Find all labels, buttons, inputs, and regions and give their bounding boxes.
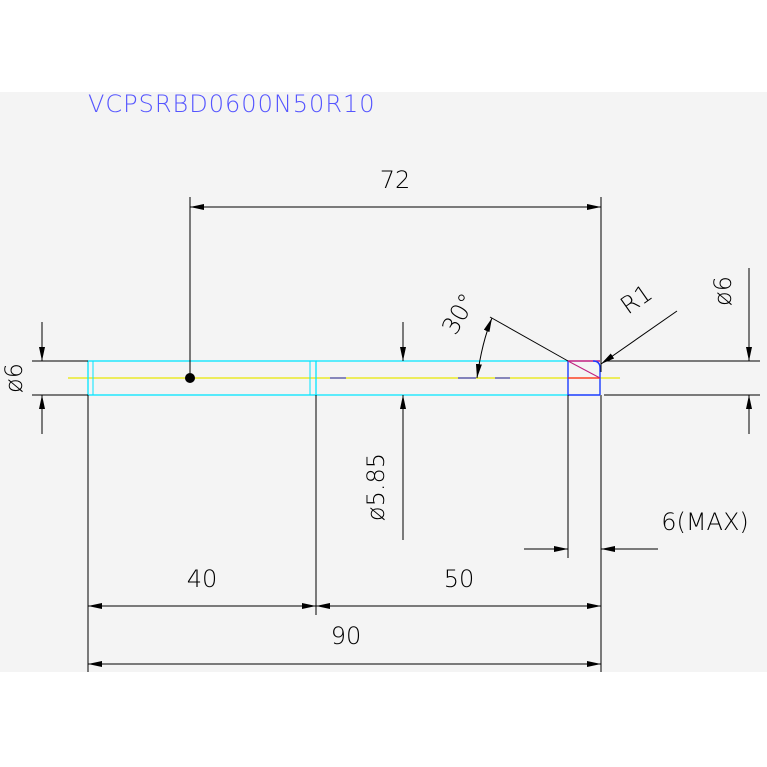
dimension-72: 72 [189,166,602,374]
dimension-dia-right: ø6 [604,268,760,434]
dimension-radius-r1: R1 [600,279,678,365]
dim-text-50: 50 [444,565,475,593]
dim-text-dia-neck: ø5.85 [362,453,390,521]
tip-cone-line [567,360,601,379]
drawing-canvas [0,92,767,672]
dim-text-6max: 6(MAX) [661,508,749,536]
dim-text-dia-left: ø6 [0,363,28,393]
dimension-angle-30: 30° [436,289,569,379]
part-body [68,360,620,396]
tip-radius-edge [592,360,601,395]
dimension-dia-left: ø6 [0,322,88,434]
shank-outline [87,360,317,396]
dim-text-r1: R1 [615,279,657,320]
leader-r1 [600,310,678,365]
dimension-6-max: 6(MAX) [524,395,749,672]
dim-text-angle-30: 30° [436,289,482,340]
dim-text-90: 90 [331,622,362,650]
angle-arc-30 [475,317,493,379]
dim-text-72: 72 [380,166,411,194]
angle-ext-line [489,316,569,362]
part-number-title: VCPSRBD0600N50R10 [88,90,376,118]
dimension-lengths: 40 50 90 [87,395,601,672]
dim-text-dia-right: ø6 [709,276,737,306]
dimension-dia-neck: ø5.85 [362,322,406,540]
dim-text-40: 40 [187,565,218,593]
origin-point [185,373,195,383]
